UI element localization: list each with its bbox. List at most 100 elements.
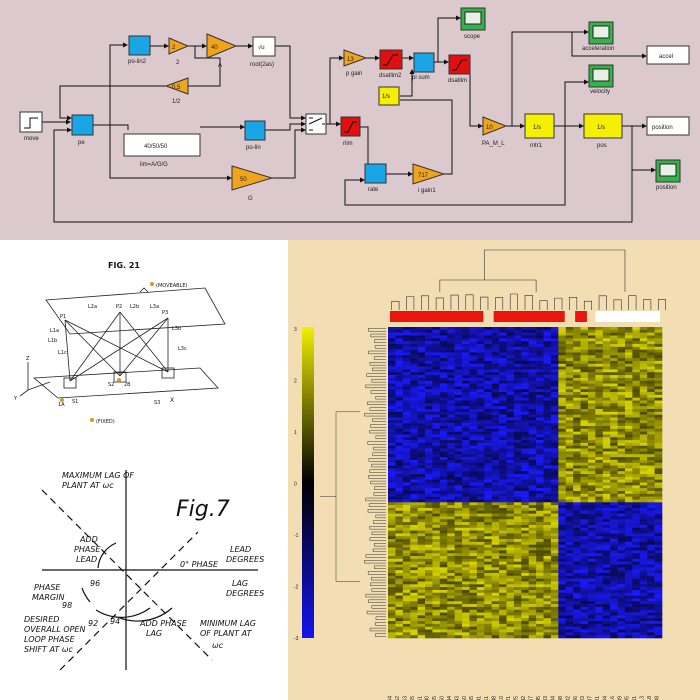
block-constant[interactable]: 40/50/50 lim=A/G/G (123, 133, 201, 168)
block-gain-a[interactable]: 40 A (206, 33, 238, 69)
heatmap-cell (536, 632, 544, 636)
heatmap-cell (506, 411, 515, 415)
heatmap-cell (388, 380, 396, 384)
heatmap-cell (654, 581, 663, 585)
heatmap-cell (432, 471, 441, 475)
block-switch[interactable] (305, 113, 327, 135)
block-pa-ml[interactable]: 10 PA_M_L (482, 116, 508, 147)
heatmap-cell (595, 556, 604, 560)
block-gain-g[interactable]: 50 G (231, 165, 274, 202)
heatmap-cell (565, 561, 574, 565)
heatmap-cell (602, 454, 611, 458)
heatmap-cell (580, 327, 589, 331)
heatmap-cell (388, 327, 396, 331)
heatmap-cell (639, 465, 648, 469)
heatmap-cell (595, 341, 604, 345)
block-po-lin2[interactable]: po-lin2 (128, 35, 151, 65)
heatmap-cell (499, 479, 507, 483)
heatmap-cell (388, 417, 396, 421)
block-pe[interactable]: pe (71, 114, 94, 146)
outport-position[interactable]: position (646, 116, 690, 136)
heatmap-cell (528, 440, 537, 444)
scope-acceleration[interactable]: acceleration (582, 21, 614, 52)
heatmap-cell (543, 553, 552, 557)
heatmap-cell (491, 406, 500, 410)
heatmap-cell (499, 524, 507, 529)
heatmap-cell (624, 609, 633, 613)
heatmap-cell (410, 584, 418, 588)
heatmap-cell (580, 459, 589, 464)
heatmap-cell (602, 612, 611, 616)
block-mtr1[interactable]: 1/s mtr1 (524, 113, 555, 149)
heatmap-cell (499, 375, 507, 379)
heatmap-cell (491, 440, 500, 444)
scope-position[interactable]: position (655, 159, 681, 191)
heatmap-cell (476, 556, 485, 560)
block-gain-half[interactable]: 0.5 1/2 (164, 77, 189, 105)
block-root[interactable]: √u root(2as) (250, 36, 276, 68)
heatmap-cell (395, 575, 404, 579)
heatmap-cell (647, 397, 655, 401)
heatmap-cell (536, 556, 544, 560)
heatmap-cell (654, 451, 663, 455)
heatmap-cell (484, 595, 492, 599)
block-integrator-small[interactable]: 1/s (378, 86, 400, 106)
heatmap-cell (462, 476, 470, 480)
heatmap-cell (454, 541, 463, 545)
scope-scope[interactable]: scope (460, 7, 486, 40)
heatmap-cell (550, 329, 559, 333)
block-rate[interactable]: rate (364, 163, 387, 193)
heatmap-cell (388, 589, 396, 594)
heatmap-cell (417, 553, 426, 557)
fig21-title: FIG. 21 (108, 261, 140, 270)
scope-velocity[interactable]: velocity (588, 64, 614, 95)
heatmap-cell (654, 618, 663, 622)
block-move[interactable]: move (19, 111, 43, 142)
block-rlim[interactable]: rlim (340, 116, 361, 147)
column-dendrogram-branch (554, 297, 563, 310)
heatmap-cell (573, 544, 581, 548)
heatmap-cell (610, 372, 618, 376)
heatmap-cell (499, 431, 507, 435)
heatmap-cell (580, 425, 589, 430)
heatmap-cell (499, 448, 507, 452)
block-i-gain[interactable]: 717 i gain1 (412, 163, 446, 194)
block-dsatlim[interactable]: dsatlim (448, 54, 471, 84)
heatmap-cell (513, 493, 522, 497)
heatmap-cell (595, 618, 604, 622)
block-pi-sum[interactable]: pi sum (412, 52, 435, 81)
heatmap-cell (484, 420, 492, 424)
heatmap-cell (639, 564, 648, 568)
heatmap-cell (432, 547, 441, 551)
heatmap-cell (447, 341, 455, 345)
heatmap-cell (402, 352, 411, 356)
heatmap-cell (647, 536, 655, 540)
heatmap-cell (639, 434, 648, 438)
heatmap-cell (610, 556, 618, 560)
outport-accel[interactable]: accel (646, 45, 690, 65)
heatmap-cell (587, 420, 596, 424)
heatmap-cell (484, 485, 492, 489)
heatmap-cell (521, 581, 530, 585)
block-p-gain[interactable]: 13 p gain (343, 49, 368, 77)
heatmap-cell (543, 598, 552, 602)
block-gain-2[interactable]: 2 2 (168, 37, 190, 66)
heatmap-cell (565, 502, 574, 506)
heatmap-cell (610, 442, 618, 447)
block-pos[interactable]: 1/s pos (583, 113, 623, 149)
heatmap-cell (395, 423, 404, 427)
heatmap-cell (654, 403, 663, 407)
heatmap-cell (484, 329, 492, 333)
heatmap-cell (543, 530, 552, 534)
heatmap-cell (558, 327, 567, 331)
heatmap-cell (632, 440, 641, 444)
block-dsatlim2[interactable]: dsatlim2 (379, 49, 403, 79)
heatmap-cell (543, 358, 552, 362)
heatmap-cell (639, 366, 648, 370)
heatmap-cell (469, 459, 478, 464)
block-po-lin[interactable]: po-lin (244, 120, 266, 151)
heatmap-cell (632, 522, 641, 526)
heatmap-cell (462, 406, 470, 410)
column-label: GSM167041 (477, 696, 483, 700)
heatmap-cell (528, 632, 537, 636)
